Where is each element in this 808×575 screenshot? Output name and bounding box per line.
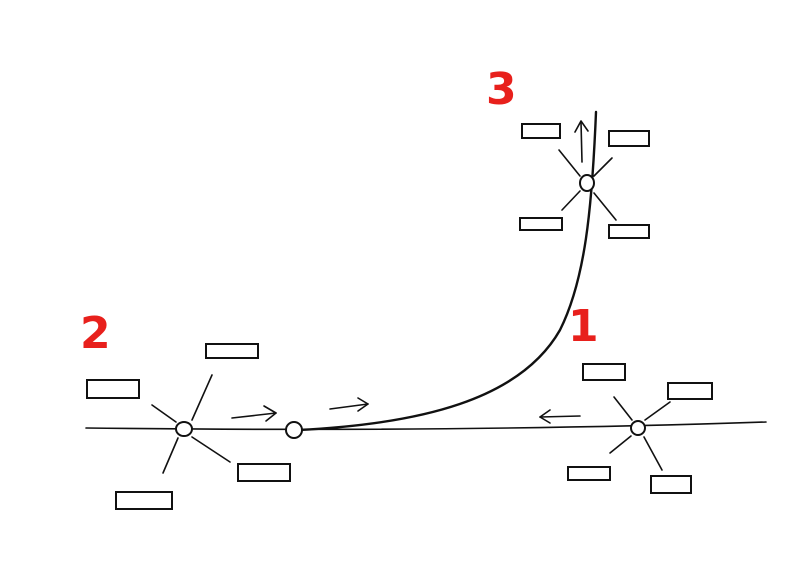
box	[86, 379, 140, 399]
node-3	[519, 120, 650, 239]
spoke	[643, 436, 663, 471]
arrow-right	[329, 397, 369, 412]
node-circle	[630, 420, 646, 436]
node-1	[539, 363, 713, 494]
box	[582, 363, 626, 381]
spoke	[558, 149, 581, 177]
label-node-2: 2	[80, 308, 111, 359]
arrow-left	[539, 409, 581, 424]
box	[608, 224, 650, 239]
junction-circle	[285, 421, 303, 439]
spoke	[162, 437, 179, 474]
spoke	[593, 157, 613, 177]
box	[205, 343, 259, 359]
spoke	[613, 396, 633, 421]
spoke	[151, 404, 177, 423]
box	[608, 130, 650, 147]
spoke	[191, 374, 213, 421]
spoke	[609, 435, 632, 454]
arrow-right	[231, 405, 277, 422]
box	[237, 463, 291, 482]
spoke	[644, 401, 671, 421]
node-2	[86, 343, 291, 510]
box	[567, 466, 611, 481]
spoke	[191, 436, 231, 463]
rising-curve	[296, 110, 598, 432]
box	[667, 382, 713, 400]
node-circle	[579, 174, 595, 192]
node-circle	[175, 421, 193, 437]
horizontal-line	[85, 421, 767, 431]
label-node-1: 1	[568, 301, 599, 352]
box	[115, 491, 173, 510]
box	[521, 123, 561, 139]
box	[519, 217, 563, 231]
label-node-3: 3	[486, 64, 517, 115]
box	[650, 475, 692, 494]
spoke	[561, 190, 581, 211]
arrow-up	[574, 120, 589, 163]
spoke	[593, 192, 617, 221]
